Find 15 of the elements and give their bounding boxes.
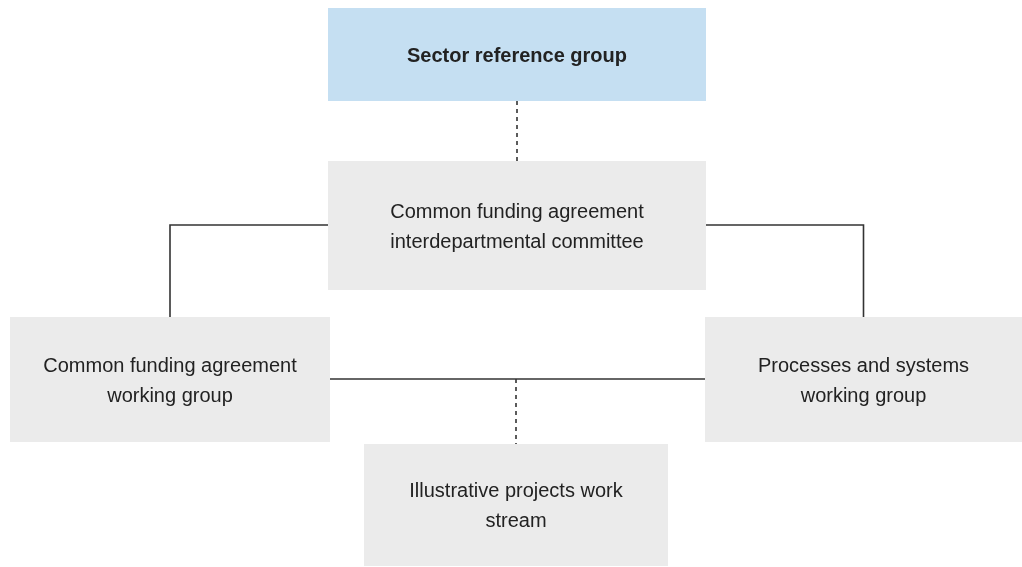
box-label: Processes and systems working group <box>756 352 971 408</box>
box-label: Common funding agreement interdepartmental committee <box>389 198 645 254</box>
connector-line <box>705 224 865 318</box>
org-box <box>328 161 706 290</box>
box-label: Sector reference group <box>406 42 628 68</box>
dashed-connector <box>516 100 518 162</box>
org-box <box>364 444 668 566</box>
connector-line <box>329 378 706 380</box>
org-box <box>10 317 330 442</box>
org-box <box>705 317 1022 442</box>
box-label: Common funding agreement working group <box>42 352 298 408</box>
org-box <box>328 8 706 101</box>
connector-line <box>169 224 329 318</box>
box-label: Illustrative projects work stream <box>408 478 624 533</box>
dashed-connector <box>515 378 517 445</box>
